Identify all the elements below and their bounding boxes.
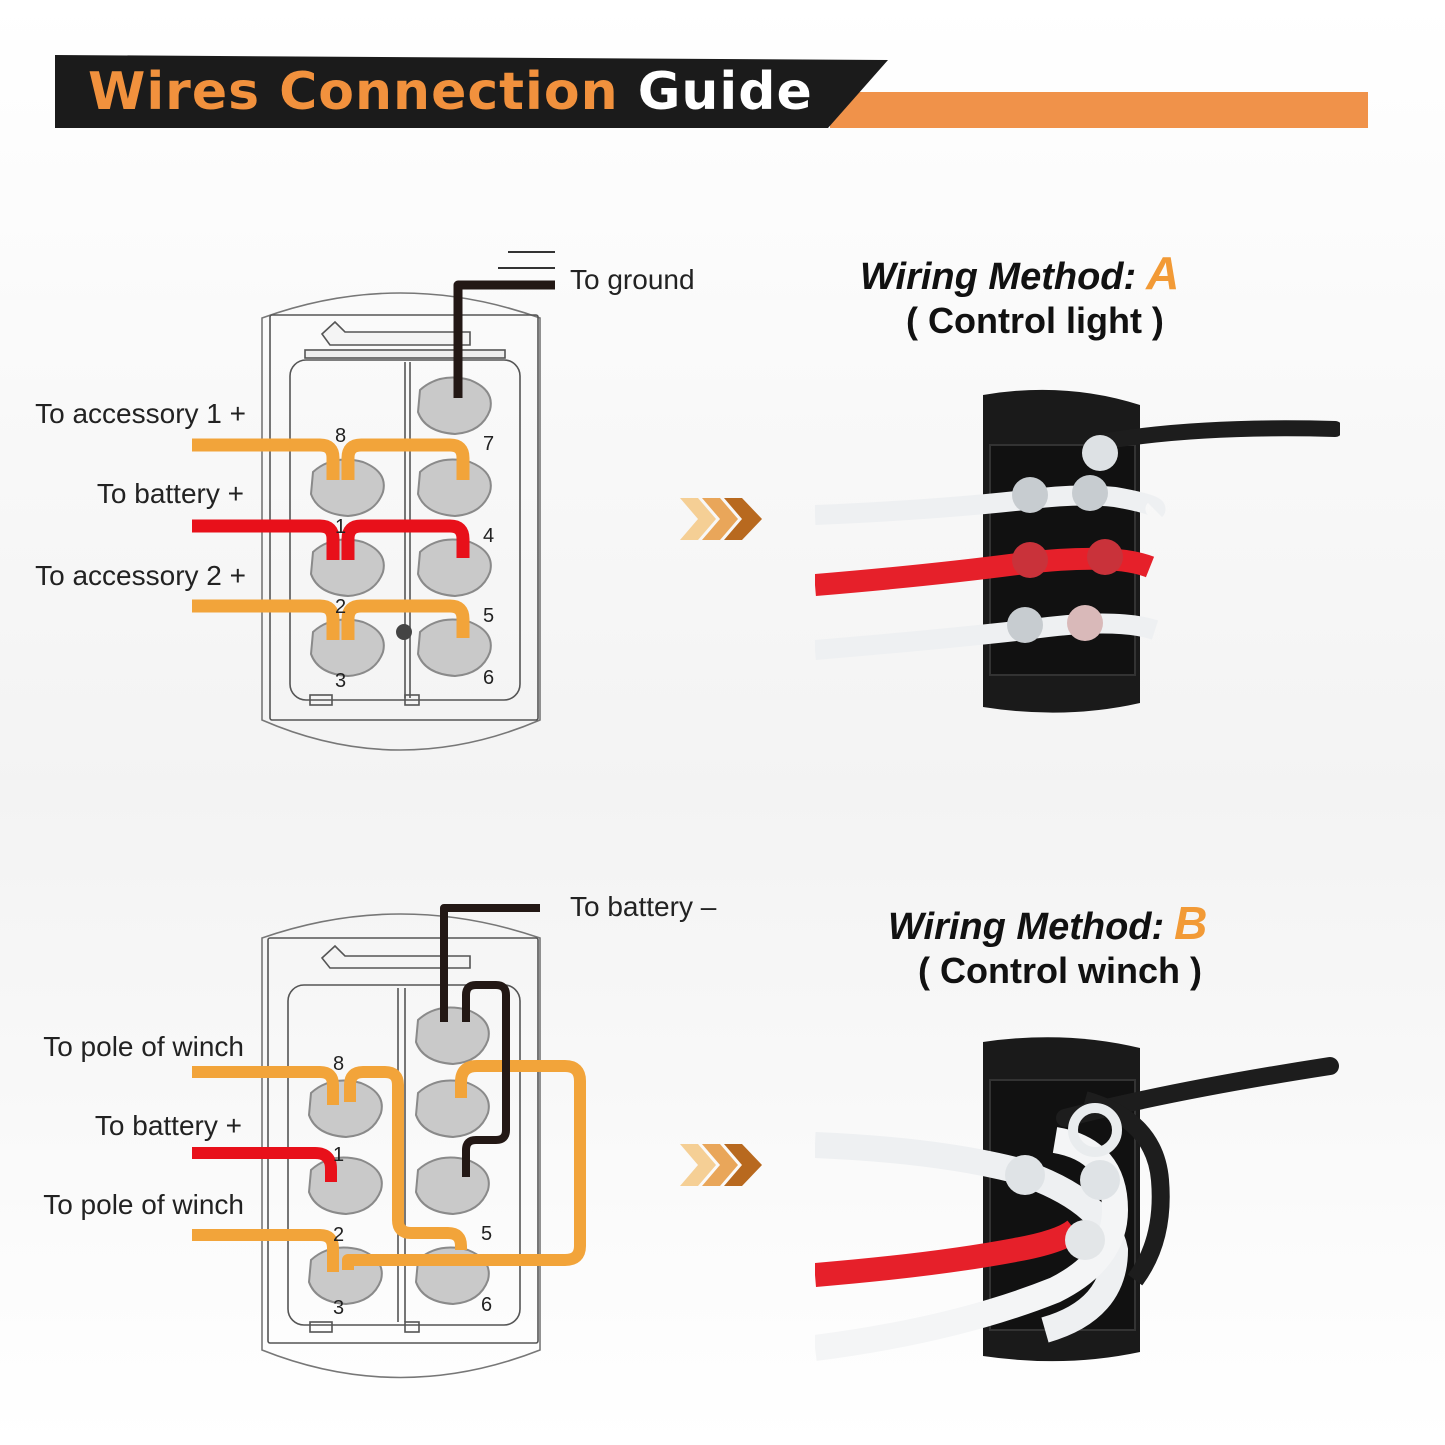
label-to-pole-of-winch-1: To pole of winch bbox=[43, 1031, 244, 1062]
battery-neg-wire-b bbox=[440, 904, 540, 1177]
label-to-battery-neg: To battery – bbox=[570, 891, 717, 922]
pin-a-4: 4 bbox=[483, 525, 494, 547]
ground-wire-a bbox=[453, 280, 555, 398]
terminals-a bbox=[309, 376, 492, 678]
pin-a-6: 6 bbox=[483, 667, 494, 689]
pin-a-1: 1 bbox=[335, 516, 346, 538]
ground-symbol-a bbox=[498, 251, 555, 269]
method-a-subtitle: ( Control light ) bbox=[906, 300, 1164, 341]
switch-diagram-b: 8 1 2 5 3 6 bbox=[192, 904, 586, 1379]
terminal-b-mid-right bbox=[414, 1079, 490, 1139]
pin-a-5: 5 bbox=[483, 605, 494, 627]
wires-a bbox=[192, 280, 555, 640]
switch-photo-a bbox=[815, 389, 1340, 713]
terminal-a-6 bbox=[416, 618, 492, 678]
pin-a-3: 3 bbox=[335, 670, 346, 692]
winch-wire-1 bbox=[192, 1066, 467, 1252]
pin-a-2: 2 bbox=[335, 596, 346, 618]
method-b-prefix: Wiring Method: bbox=[888, 906, 1165, 948]
pin-b-6: 6 bbox=[481, 1294, 492, 1316]
label-to-pole-of-winch-2: To pole of winch bbox=[43, 1189, 244, 1220]
terminal-b-right-3 bbox=[414, 1156, 490, 1216]
banner-shape bbox=[55, 55, 1368, 128]
terminal-a-7b bbox=[416, 458, 492, 518]
label-to-accessory-1: To accessory 1 + bbox=[35, 398, 246, 429]
pin-b-1: 1 bbox=[333, 1144, 344, 1166]
terminal-a-4 bbox=[416, 538, 492, 598]
accessory1-wire-a bbox=[192, 438, 470, 480]
accessory2-wire-a bbox=[192, 599, 470, 640]
pin-numbers-b: 8 1 2 5 3 6 bbox=[333, 1053, 492, 1319]
label-to-accessory-2: To accessory 2 + bbox=[35, 560, 246, 591]
battery-wire-b bbox=[192, 1147, 337, 1182]
pin-b-3: 3 bbox=[333, 1297, 344, 1319]
title-part-white: Guide bbox=[637, 62, 813, 122]
terminal-b-1 bbox=[307, 1156, 383, 1216]
method-a-prefix: Wiring Method: bbox=[860, 256, 1137, 298]
pin-a-8: 8 bbox=[335, 425, 346, 447]
method-b-subtitle: ( Control winch ) bbox=[918, 950, 1202, 991]
pin-b-2: 2 bbox=[333, 1224, 344, 1246]
pin-numbers-a: 8 7 1 4 2 5 3 6 bbox=[335, 425, 494, 692]
chevron-arrow-icon-b bbox=[680, 1144, 762, 1186]
switch-diagram-a: 8 7 1 4 2 5 3 6 bbox=[192, 251, 555, 751]
method-b-letter: B bbox=[1174, 897, 1208, 949]
terminal-b-top-right bbox=[414, 1006, 490, 1066]
bridge-wire bbox=[342, 1060, 586, 1270]
page-title: Wires Connection Guide bbox=[88, 62, 813, 122]
winch-wire-2 bbox=[192, 1229, 339, 1272]
battery-wire-a bbox=[192, 519, 470, 560]
label-to-battery-pos-a: To battery + bbox=[96, 478, 244, 509]
pin-b-8: 8 bbox=[333, 1053, 344, 1075]
pin-a-7: 7 bbox=[483, 433, 494, 455]
switch-body-a bbox=[261, 292, 541, 751]
chevron-arrow-icon-a bbox=[680, 498, 762, 540]
method-b-title: Wiring Method:B bbox=[888, 896, 1207, 950]
method-a-letter: A bbox=[1146, 247, 1180, 299]
center-dot-a bbox=[396, 624, 412, 640]
header-banner: Wires Connection Guide bbox=[0, 0, 1445, 140]
wires-b bbox=[192, 904, 586, 1272]
label-to-battery-pos-b: To battery + bbox=[94, 1110, 242, 1141]
pin-b-5: 5 bbox=[481, 1223, 492, 1245]
switch-photo-b bbox=[815, 1037, 1339, 1362]
title-part-orange: Wires Connection bbox=[88, 62, 619, 122]
label-to-ground: To ground bbox=[570, 264, 695, 295]
method-a-title: Wiring Method:A bbox=[860, 246, 1179, 300]
